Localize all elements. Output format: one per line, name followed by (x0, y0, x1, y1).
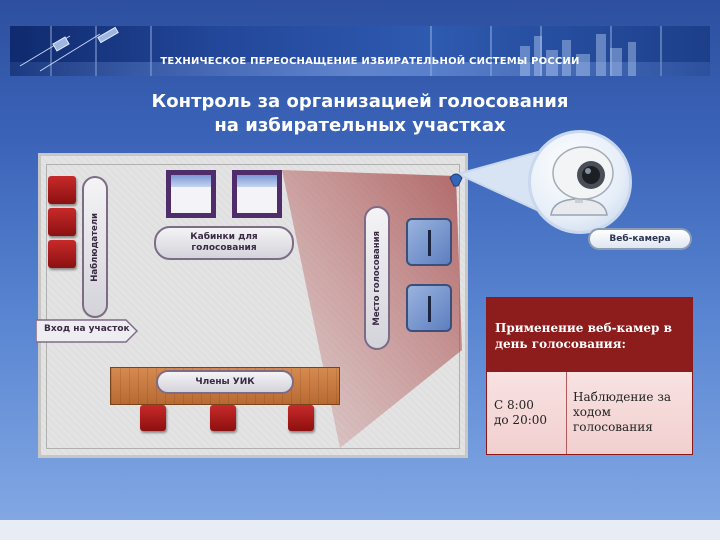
webcam-label: Веб-камера (588, 228, 692, 250)
webcam-usage-table: Применение веб-камер в день голосования:… (486, 297, 693, 455)
usage-time-cell: С 8:00 до 20:00 (494, 398, 564, 428)
webcam-usage-heading-line-1: Применение веб-камер в (495, 320, 684, 336)
usage-time-line-1: С 8:00 (494, 398, 564, 413)
webcam-callout (528, 130, 632, 234)
usage-time-line-2: до 20:00 (494, 413, 564, 428)
webcam-icon (531, 133, 629, 231)
usage-purpose-line-1: Наблюдение за (573, 390, 688, 405)
usage-purpose-cell: Наблюдение за ходом голосования (573, 390, 688, 435)
webcam-usage-heading-line-2: день голосования: (495, 336, 684, 352)
usage-purpose-line-3: голосования (573, 420, 688, 435)
table-divider (566, 372, 567, 454)
webcam-usage-heading: Применение веб-камер в день голосования: (487, 298, 692, 372)
usage-purpose-line-2: ходом (573, 405, 688, 420)
